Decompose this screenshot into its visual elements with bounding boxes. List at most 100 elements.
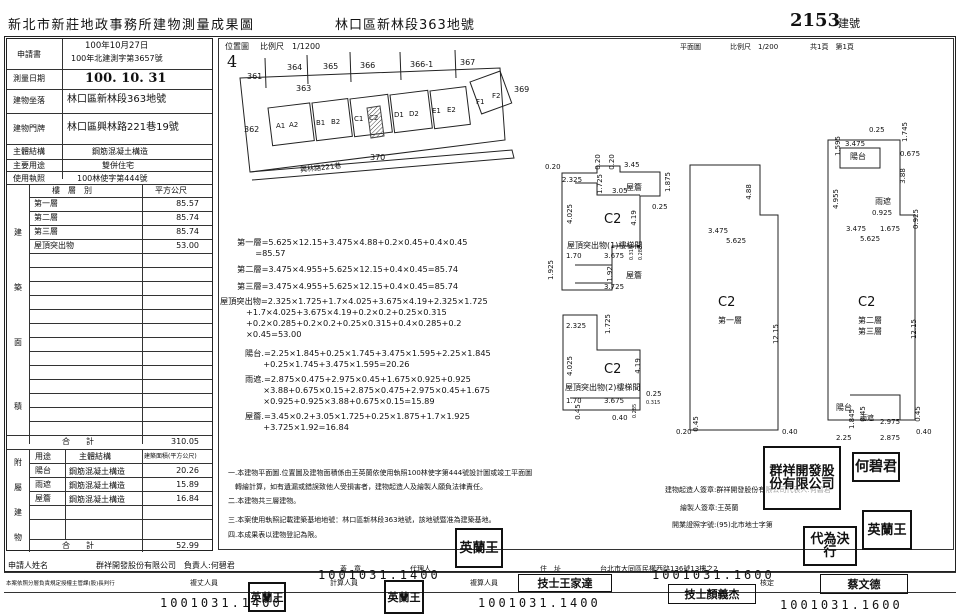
parcel-label: 362 — [244, 125, 260, 134]
dim: 2.325 — [562, 176, 583, 184]
annex-total-label: 合 計 — [62, 541, 94, 550]
dim: 1.675 — [880, 225, 901, 233]
row-line — [29, 519, 212, 520]
col-line — [29, 184, 30, 444]
row-line — [29, 407, 212, 408]
dim: 3.475 — [846, 225, 867, 233]
row-line — [29, 337, 212, 338]
cert-label: 開業證照字號:(95)北市地士字第 — [672, 521, 773, 529]
site-plan-scale: 比例尺 1/1200 — [260, 42, 321, 51]
dim: 0.40 — [612, 414, 628, 422]
dim: 4.025 — [566, 355, 575, 377]
annex-header-use: 用途 — [35, 452, 51, 461]
unit-label-plan: C2 — [718, 295, 736, 310]
left-info-table: 申請書 100年10月27日 100年北建測字第3657號 測量日期 100. … — [6, 38, 213, 552]
annex-use: 屋簷 — [35, 494, 51, 503]
unit-label: D2 — [409, 110, 419, 118]
parcel-label: 369 — [514, 85, 530, 94]
note-line: 一.本建物平面圖.位置圖及建物面積係由王英蘭依使用執照100林使字第444號設計… — [228, 469, 533, 477]
company-seal: 群祥開發股份有限公司 — [763, 446, 841, 510]
dim: 3.675 — [604, 397, 625, 405]
dim: 4.19 — [633, 358, 642, 374]
unit-label: D1 — [394, 111, 404, 119]
unit-label: A2 — [289, 121, 299, 129]
dim: 2.325 — [566, 322, 587, 330]
formula-eaves: 屋簷.=3.45×0.2+3.05×1.725+0.25×1.875+1.7×1… — [245, 411, 470, 432]
balcony-label: 陽台 — [836, 403, 852, 412]
dim: 0.25 — [646, 390, 662, 398]
dim: 1.925 — [547, 259, 556, 281]
row-line — [7, 69, 212, 70]
dim: 3.475 — [845, 140, 866, 148]
annex-structure: 鋼筋混凝土構造 — [69, 495, 125, 504]
section-char: 築 — [14, 283, 22, 292]
note-line: 轉繪計算，如有遺漏或錯誤致他人受損害者，建物起造人及繪製人願負法律責任。 — [228, 483, 487, 491]
row-line — [29, 491, 212, 492]
dim: 5.625 — [860, 235, 881, 243]
authority-note: 本案依照分層負責規定授權主管課(股)長判行 — [6, 581, 115, 587]
canopy-label: 雨遮 — [860, 414, 874, 422]
unit-label: C2 — [369, 114, 379, 122]
date-stamp: 1001031.1400 — [318, 568, 441, 582]
formula-balcony: 陽台.=2.25×1.845+0.25×1.745+3.475×1.595+2.… — [245, 348, 491, 369]
door-label: 建物門牌 — [13, 124, 45, 133]
row-line — [7, 144, 212, 145]
parcel-label: 365 — [323, 62, 339, 71]
dim: 0.20 — [607, 154, 616, 170]
annex-total: 52.99 — [176, 541, 199, 550]
row-line — [29, 239, 212, 240]
dim: 1.70 — [566, 397, 582, 405]
unit-label: F2 — [492, 92, 501, 100]
note-line: 三.本案使用執照記載建築基地地號：林口區新林段363地號，該地號暨准為建築基地。 — [228, 516, 496, 524]
rep-seal: 何碧君 — [852, 452, 900, 482]
dim: 0.285 — [632, 403, 639, 419]
date-stamp: 1001031.1600 — [780, 598, 903, 612]
floor-name: 屋頂突出物 — [34, 241, 74, 250]
dim: 0.45 — [573, 404, 582, 420]
dim: 2.975 — [880, 418, 901, 426]
row-line — [29, 295, 212, 296]
annex-char: 物 — [14, 533, 22, 542]
dim: 0.25 — [869, 126, 885, 134]
canopy-label: 雨遮 — [875, 197, 891, 206]
dim: 3.05 — [612, 187, 628, 195]
row-line — [7, 159, 212, 160]
seal-label: 蓋 章 — [340, 565, 361, 573]
row-line — [7, 449, 212, 450]
dim: 0.45 — [691, 416, 700, 432]
floor-name: 第二層 — [34, 213, 58, 222]
dim: 0.20 — [545, 163, 561, 171]
row-line — [29, 379, 212, 380]
use-label: 主要用途 — [13, 161, 45, 170]
unit-label-plan: C2 — [604, 362, 622, 377]
section-char: 積 — [14, 402, 22, 411]
floor-plan-label: 平面圖 — [680, 43, 701, 51]
row-line — [29, 309, 212, 310]
dim: 0.45 — [858, 406, 867, 422]
floor-area: 85.74 — [176, 227, 199, 236]
row-line — [29, 463, 212, 464]
unit-label: E1 — [432, 107, 441, 115]
row-line — [29, 351, 212, 352]
door: 林口區興林路221巷19號 — [67, 122, 179, 133]
area-header: 平方公尺 — [155, 186, 187, 195]
dim: 0.315 — [629, 245, 636, 261]
dim: 4.955 — [832, 188, 841, 210]
row-line — [29, 197, 212, 198]
col-line — [142, 184, 143, 444]
dim: 12.15 — [772, 323, 781, 345]
row-line — [29, 323, 212, 324]
dim: 0.675 — [900, 150, 921, 158]
dim: 4.19 — [629, 210, 638, 226]
parcel-label: 370 — [370, 153, 386, 162]
inner-frame — [218, 38, 954, 550]
row-line — [4, 572, 956, 573]
dim: 0.45 — [913, 406, 922, 422]
row-line — [29, 225, 212, 226]
north-arrow: 4 — [227, 52, 238, 71]
row-line — [29, 477, 212, 478]
balcony-label: 陽台 — [850, 152, 866, 161]
use: 雙併住宅 — [102, 161, 134, 170]
review-label: 複丈人員 — [190, 579, 218, 587]
dim: 2.875 — [880, 434, 901, 442]
